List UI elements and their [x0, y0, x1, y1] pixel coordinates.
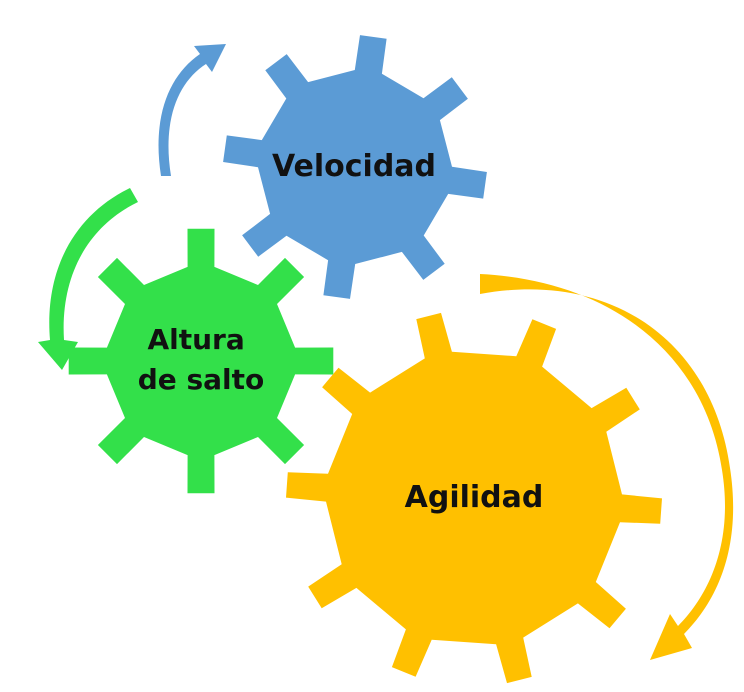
gear-agilidad-shape	[286, 312, 662, 684]
gear-altura: Altura de salto	[68, 228, 334, 494]
svg-text:Altura de salto: Altura de salto	[138, 323, 265, 396]
svg-text:Agilidad: Agilidad	[405, 480, 544, 515]
gear-velocidad: Velocidad	[223, 35, 487, 299]
gear-altura-label-line-1: Altura	[147, 323, 244, 356]
arrow-blue	[158, 44, 226, 176]
arrow-green-body	[38, 188, 138, 370]
gear-altura-label-line-2: de salto	[138, 363, 265, 396]
arrow-green	[38, 188, 138, 370]
gear-agilidad: Agilidad	[286, 312, 662, 684]
gear-velocidad-shape	[223, 35, 487, 299]
gear-velocidad-label: Velocidad	[272, 149, 436, 184]
arrow-blue-body	[158, 44, 226, 176]
svg-text:Velocidad: Velocidad	[272, 149, 436, 184]
gear-altura-shape	[68, 228, 334, 494]
gear-agilidad-label: Agilidad	[405, 480, 544, 515]
